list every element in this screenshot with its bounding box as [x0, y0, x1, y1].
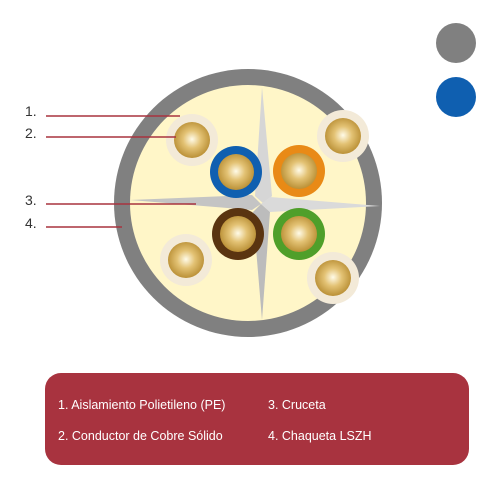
callout-number-1: 1. — [25, 103, 37, 119]
callout-number-4: 4. — [25, 215, 37, 231]
copper-conductor — [220, 216, 256, 252]
wire-white-top-right — [317, 110, 369, 162]
wire-green — [273, 208, 325, 260]
copper-conductor — [174, 122, 210, 158]
legend-panel: 1. Aislamiento Polietileno (PE) 2. Condu… — [45, 373, 469, 465]
copper-conductor — [168, 242, 204, 278]
wire-brown — [212, 208, 264, 260]
color-swatch-blue[interactable] — [436, 77, 476, 117]
wire-blue — [210, 146, 262, 198]
wire-white-bottom-right — [307, 252, 359, 304]
leader-lines — [46, 115, 196, 228]
copper-conductor — [315, 260, 351, 296]
copper-conductor — [218, 154, 254, 190]
copper-conductor — [281, 153, 317, 189]
copper-conductor — [325, 118, 361, 154]
legend-item-jacket: 4. Chaqueta LSZH — [268, 429, 372, 443]
wire-orange — [273, 145, 325, 197]
wire-white-bottom-left — [160, 234, 212, 286]
copper-conductor — [281, 216, 317, 252]
legend-item-insulation: 1. Aislamiento Polietileno (PE) — [58, 398, 226, 412]
wire-white-top-left — [166, 114, 218, 166]
color-swatch-gray[interactable] — [436, 23, 476, 63]
callout-number-2: 2. — [25, 125, 37, 141]
callout-number-3: 3. — [25, 192, 37, 208]
wire-group — [160, 110, 369, 304]
legend-item-conductor: 2. Conductor de Cobre Sólido — [58, 429, 223, 443]
legend-item-cross-separator: 3. Cruceta — [268, 398, 326, 412]
